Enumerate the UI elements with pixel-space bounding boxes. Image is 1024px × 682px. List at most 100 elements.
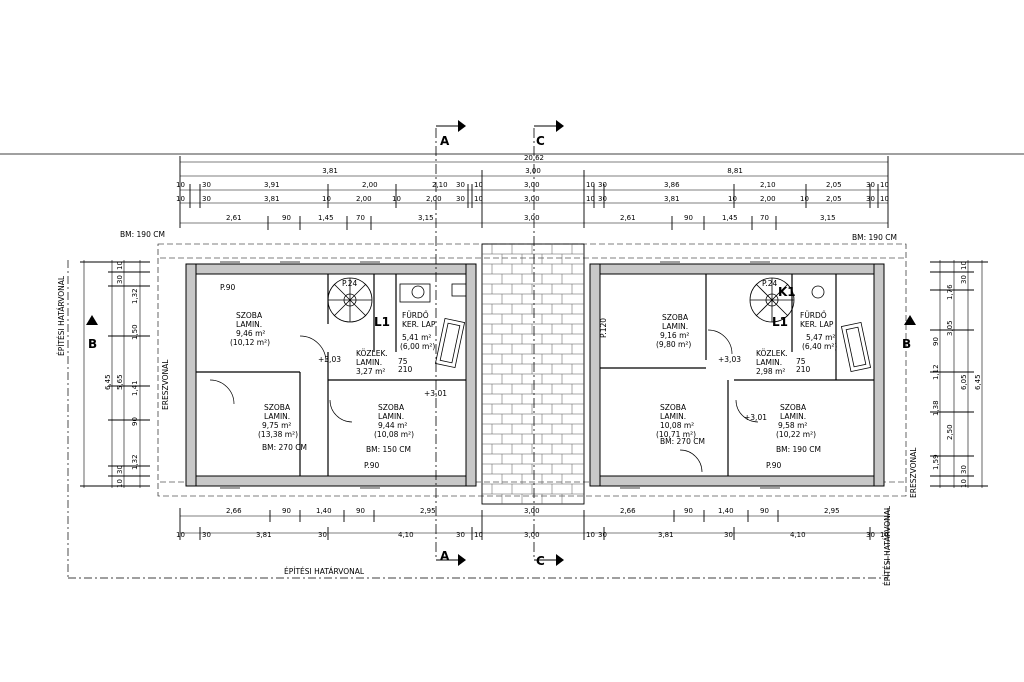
dim-row2-12: 2,05 [826,181,842,189]
dim-bottom1-8: 1,40 [718,507,734,515]
stair-label-k1: K1 [778,285,796,299]
misc-75-right: 75 [796,357,806,366]
level-mark-0: +3,03 [318,355,341,364]
level-mark-1: +3,01 [424,389,447,398]
svg-text:LAMIN.: LAMIN. [756,358,782,367]
left-dim-small-0: 1,32 [131,288,139,304]
dim-bottom2-2: 3,81 [256,531,272,539]
dim-row3-10: 10 [586,195,595,203]
dim-row3-6: 2,00 [426,195,442,203]
svg-text:LAMIN.: LAMIN. [378,412,404,421]
svg-text:LAMIN.: LAMIN. [356,358,382,367]
left-dim-small-8: 30 [116,465,124,474]
svg-text:5,41 m²: 5,41 m² [402,333,431,342]
svg-text:FÜRDŐ: FÜRDŐ [800,311,827,320]
dim-bottom1-10: 2,95 [824,507,840,515]
right-dim-small-1: 3,05 [946,320,954,336]
left-dim-small-5: 30 [116,275,124,284]
room-label-3: SZOBA LAMIN. 9,44 m² (10,08 m²) [374,403,414,439]
dim-row4-4: 3,15 [418,214,434,222]
dim-bottom2-1: 30 [202,531,211,539]
dim-row2-11: 2,10 [760,181,776,189]
dim-bottom1-9: 90 [760,507,769,515]
level-mark-2: +3,03 [718,355,741,364]
left-dim-small-7: 10 [116,479,124,488]
bm-right-unit-mid: BM: 270 CM [660,437,705,446]
dim-row4-6: 2,61 [620,214,636,222]
dim-row1-2: 8,81 [727,167,743,175]
dim-row3-18: 10 [880,195,889,203]
right-dim-small-2: 90 [932,337,940,346]
dim-row2-6: 10 [474,181,483,189]
dim-bottom1-6: 2,66 [620,507,636,515]
dim-row4-8: 1,45 [722,214,738,222]
misc-p24-right: P.24 [762,279,778,288]
dim-row3-5: 10 [392,195,401,203]
dim-row2-0: 10 [176,181,185,189]
room-label-9: FÜRDŐ KER. LAP 5,47 m² (6,40 m²) [800,311,837,351]
right-dim-small-5: 2,50 [946,424,954,440]
dim-bottom1-2: 1,40 [316,507,332,515]
right-dim-small-6: 1,59 [932,454,940,470]
svg-text:9,75 m²: 9,75 m² [262,421,291,430]
dim-row3-7: 30 [456,195,465,203]
dim-row3-0: 10 [176,195,185,203]
right-dim-small-0: 1,76 [946,284,954,300]
dim-bottom2-5: 30 [456,531,465,539]
dim-row1-1: 3,00 [525,167,541,175]
svg-text:LAMIN.: LAMIN. [264,412,290,421]
dim-row2-9: 30 [598,181,607,189]
dim-row2-5: 30 [456,181,465,189]
misc-p120: P.120 [599,318,608,338]
left-dim-outer: 6,45 [104,374,112,390]
dim-row2-13: 30 [866,181,875,189]
dim-row3-9: 3,00 [524,195,540,203]
dim-bottom2-3: 30 [318,531,327,539]
svg-text:10,08 m²: 10,08 m² [660,421,694,430]
dim-row4-9: 70 [760,214,769,222]
right-dim-small-7: 30 [960,275,968,284]
room-label-1: SZOBA LAMIN. 9,75 m² (13,38 m²) [258,403,298,439]
section-a-top: A [440,134,450,148]
dim-row3-15: 10 [800,195,809,203]
right-dim-small-4: 1,38 [932,400,940,416]
svg-text:KER. LAP: KER. LAP [800,320,834,329]
dim-row3-17: 30 [866,195,875,203]
overall-dimension: 20,62 [524,154,544,162]
dim-bottom2-0: 10 [176,531,185,539]
misc-p90-top: P.90 [220,283,236,292]
right-dim-outer: 6,45 [974,374,982,390]
left-dim-small-1: 1,50 [131,324,139,340]
dim-bottom2-11: 30 [724,531,733,539]
svg-text:FÜRDŐ: FÜRDŐ [402,311,429,320]
svg-text:SZOBA: SZOBA [264,403,291,412]
svg-text:(10,08 m²): (10,08 m²) [374,430,414,439]
dim-bottom1-5: 3,00 [524,507,540,515]
dim-row3-2: 3,81 [264,195,280,203]
boundary-label-bottom: ÉPÍTÉSI HATÁRVONAL [284,567,365,576]
svg-text:LAMIN.: LAMIN. [236,320,262,329]
dim-row3-13: 10 [728,195,737,203]
dim-bottom2-10: 3,81 [658,531,674,539]
right-dim-small-9: 10 [960,479,968,488]
svg-text:3,27 m²: 3,27 m² [356,367,385,376]
dim-row3-3: 10 [322,195,331,203]
boundary-label-right: ÉPÍTÉSI HATÁRVONAL [883,505,892,586]
svg-text:(10,71 m²): (10,71 m²) [656,430,696,439]
right-dim-small-8: 10 [960,261,968,270]
dim-row2-14: 10 [880,181,889,189]
misc-p90-bottom: P.90 [364,461,380,470]
svg-text:(6,00 m²): (6,00 m²) [400,342,435,351]
dim-bottom2-12: 4,10 [790,531,806,539]
svg-text:SZOBA: SZOBA [660,403,687,412]
stair-label-left: L1 [374,315,390,329]
dim-row4-1: 90 [282,214,291,222]
svg-text:(6,40 m²): (6,40 m²) [802,342,837,351]
svg-text:KÖZLEK.: KÖZLEK. [356,349,388,358]
left-dim-small-3: 90 [131,417,139,426]
dim-row4-10: 3,15 [820,214,836,222]
dim-row4-5: 3,00 [524,214,540,222]
dim-row4-3: 70 [356,214,365,222]
dim-bottom1-1: 90 [282,507,291,515]
left-dim-small-6: 10 [116,261,124,270]
